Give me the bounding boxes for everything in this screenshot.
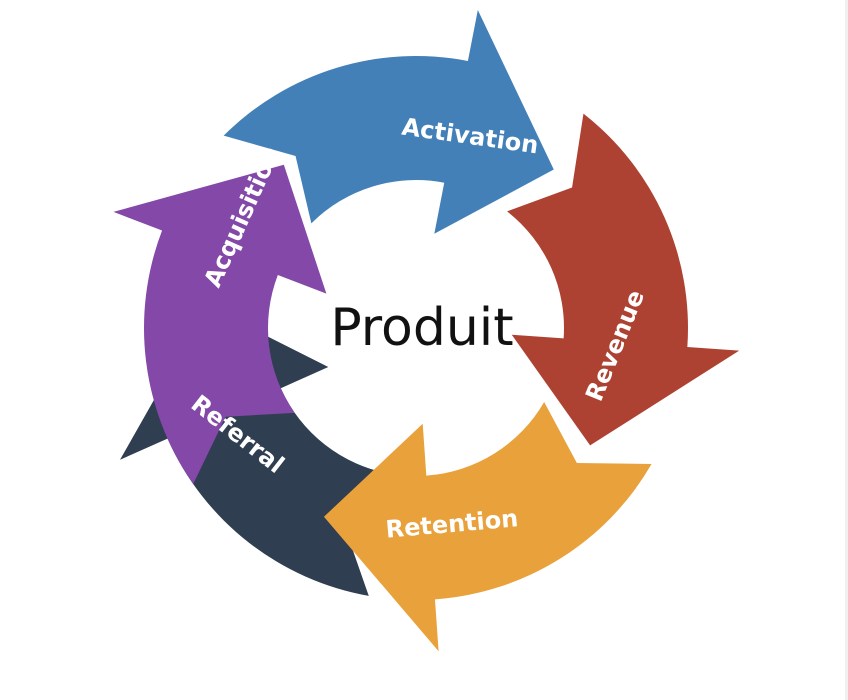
- arrow-activation: [223, 9, 554, 234]
- arrow-retention: [323, 402, 652, 652]
- center-disc: [322, 234, 510, 422]
- right-edge-divider: [845, 0, 848, 700]
- arrow-group: [113, 9, 740, 652]
- center-title: Produit: [330, 298, 513, 358]
- arrow-revenue: [507, 113, 740, 446]
- arrow-acquisition: [113, 164, 327, 485]
